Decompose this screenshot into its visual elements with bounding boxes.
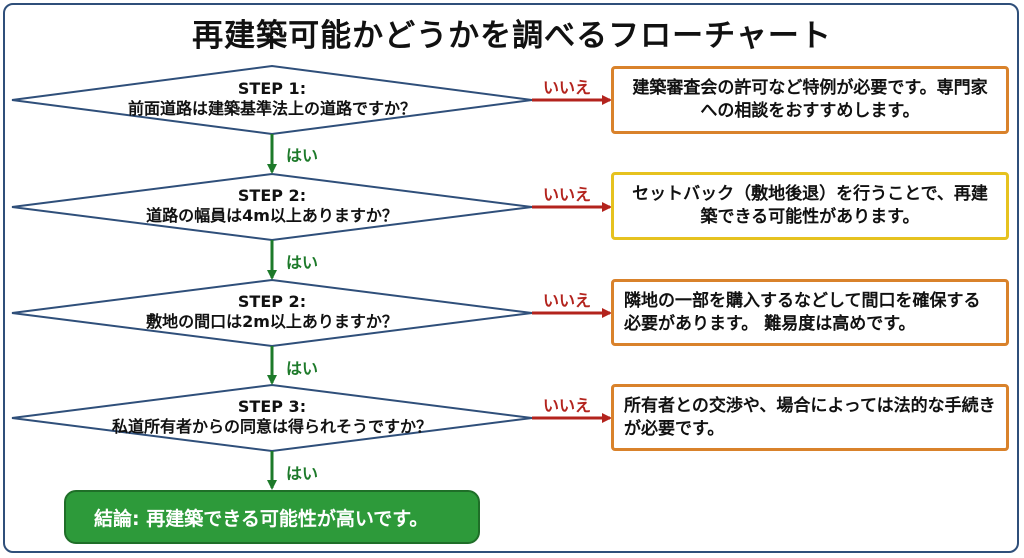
yes-label-2: はい <box>286 253 319 272</box>
result-text: 建築審査会の許可など特例が必要です。専門家への相談をおすすめします。 <box>632 78 988 121</box>
step-label: STEP 3: <box>237 397 307 416</box>
result-box-4: 所有者との交渉や、場合によっては法的な手続きが必要です。 <box>611 384 1009 451</box>
result-box-2: セットバック（敷地後退）を行うことで、再建築できる可能性があります。 <box>611 172 1009 240</box>
page-title: 再建築可能かどうかを調べるフローチャート <box>192 18 832 54</box>
decision-text-2: STEP 2: 道路の幅員は4m以上ありますか？ <box>12 186 532 226</box>
result-box-3: 隣地の一部を購入するなどして間口を確保する必要があります。 難易度は高めです。 <box>611 279 1009 346</box>
no-label-2: いいえ <box>543 185 592 204</box>
result-text: 所有者との交渉や、場合によっては法的な手続きが必要です。 <box>624 395 996 439</box>
no-label-4: いいえ <box>543 396 592 415</box>
no-label-1: いいえ <box>543 78 592 97</box>
yes-label-1: はい <box>286 146 319 165</box>
decision-text-1: STEP 1: 前面道路は建築基準法上の道路ですか？ <box>12 79 532 119</box>
step-question: 前面道路は建築基準法上の道路ですか？ <box>127 99 416 118</box>
conclusion-box: 結論: 再建築できる可能性が高いです。 <box>64 490 480 544</box>
step-label: STEP 2: <box>237 186 307 205</box>
yes-label-3: はい <box>286 359 319 378</box>
step-label: STEP 2: <box>237 292 307 311</box>
result-box-1: 建築審査会の許可など特例が必要です。専門家への相談をおすすめします。 <box>611 66 1009 134</box>
decision-text-4: STEP 3: 私道所有者からの同意は得られそうですか？ <box>12 397 532 437</box>
step-question: 道路の幅員は4m以上ありますか？ <box>146 206 398 225</box>
decision-text-3: STEP 2: 敷地の間口は2m以上ありますか？ <box>12 292 532 332</box>
step-question: 敷地の間口は2m以上ありますか？ <box>146 312 398 331</box>
step-question: 私道所有者からの同意は得られそうですか？ <box>111 417 432 436</box>
step-label: STEP 1: <box>237 79 307 98</box>
result-text: 隣地の一部を購入するなどして間口を確保する必要があります。 難易度は高めです。 <box>624 290 981 334</box>
result-text: セットバック（敷地後退）を行うことで、再建築できる可能性があります。 <box>632 184 988 227</box>
yes-label-4: はい <box>286 464 319 483</box>
no-label-3: いいえ <box>543 291 592 310</box>
diagram-frame <box>3 3 1019 553</box>
